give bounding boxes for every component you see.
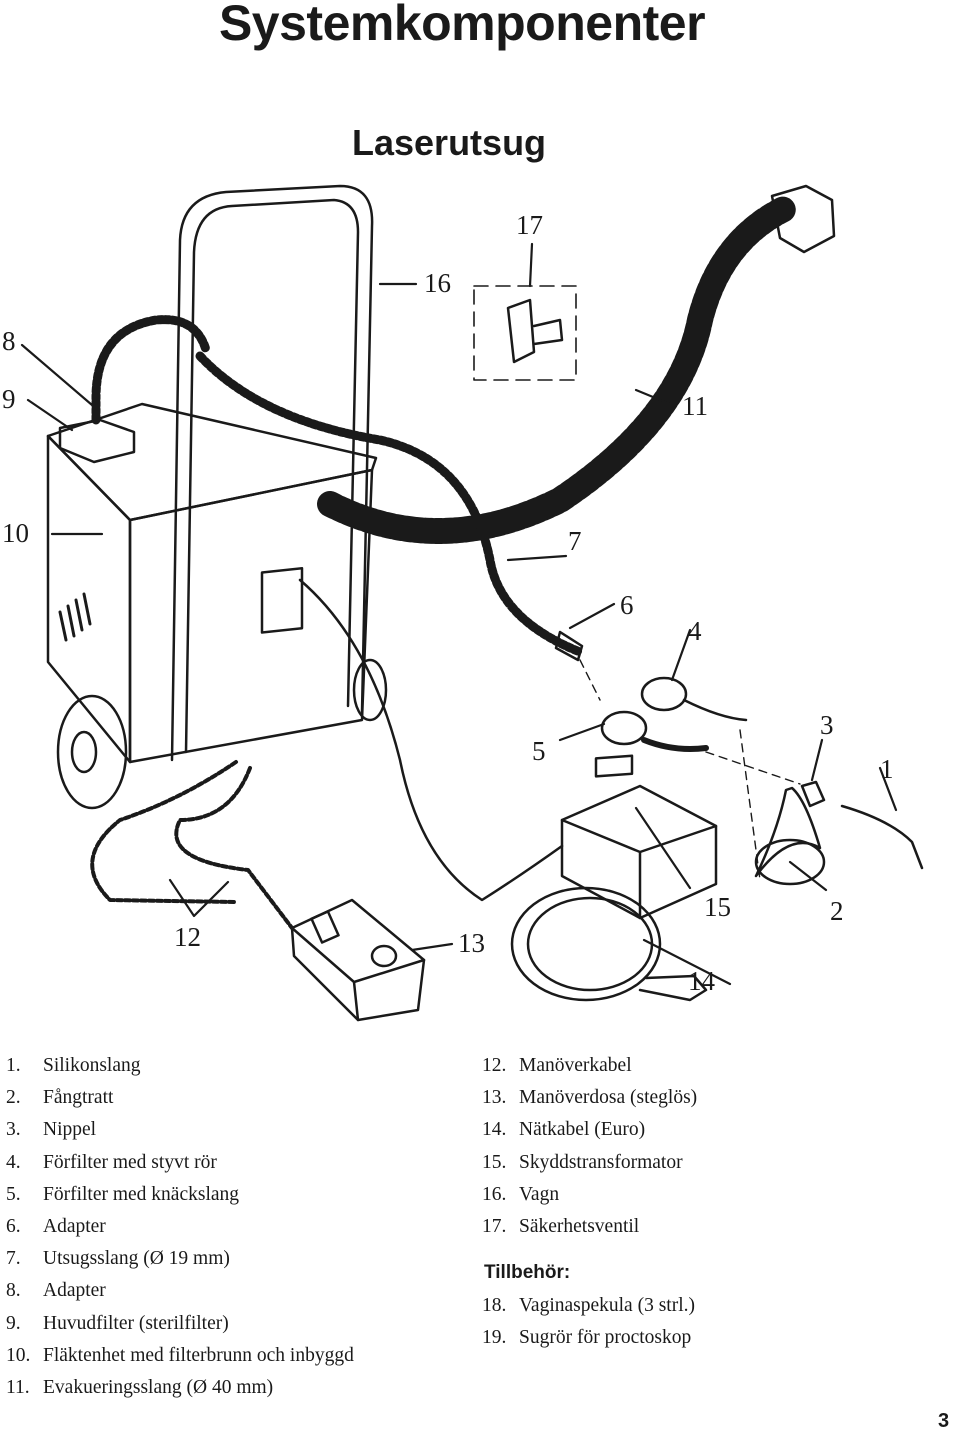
legend-item: 1.Silikonslang: [6, 1055, 141, 1076]
wheel-right: [352, 658, 388, 722]
control-box-top: [290, 926, 426, 1022]
wheel: [56, 694, 128, 810]
evac-hose: [317, 195, 799, 544]
wheel-hub: [70, 730, 98, 774]
callout-14: 14: [688, 966, 715, 996]
callout-7: 7: [568, 526, 582, 556]
control-box-13: [290, 898, 426, 1022]
legend-item: 14.Nätkabel (Euro): [482, 1119, 646, 1141]
safety-valve-box: [473, 285, 577, 381]
accessories-list: 18.Vaginaspekula (3 strl.) 19.Sugrör för…: [482, 1290, 695, 1354]
callout-11: 11: [682, 391, 708, 421]
safety-valve-17: [506, 298, 564, 364]
callout-16: 16: [424, 268, 451, 298]
suction-hose: [195, 351, 585, 657]
legend-left: 1.Silikonslang 2.Fångtratt 3.Nippel 4.Fö…: [6, 1050, 354, 1404]
hose-nozzle: [770, 184, 836, 254]
transformer-top: [560, 818, 718, 920]
control-switch: [310, 910, 340, 944]
legend-item: 10.Fläktenhet med filterbrunn och inbygg…: [6, 1344, 354, 1366]
main-filter: [58, 418, 136, 464]
funnel-2: [754, 786, 822, 878]
front-panel: [260, 567, 304, 634]
callout-15: 15: [704, 892, 731, 922]
callout-13: 13: [458, 928, 485, 958]
legend-item: 7.Utsugsslang (Ø 19 mm): [6, 1248, 230, 1270]
callout-5: 5: [532, 736, 546, 766]
filter-hose-8: [91, 315, 211, 425]
legend-item: 2.Fångtratt: [6, 1087, 114, 1109]
prefilter-5: [600, 710, 648, 746]
callout-17: 17: [516, 210, 543, 240]
guide-lines: [579, 659, 801, 881]
callout-3: 3: [820, 710, 834, 740]
section-title: Laserutsug: [352, 122, 547, 163]
prefilter-4-tube: [682, 698, 748, 722]
legend-right: 12.Manöverkabel 13.Manöverdosa (steglös)…: [482, 1050, 697, 1243]
cable-to-transformer: [298, 578, 564, 902]
legend-item: 11.Evakueringsslang (Ø 40 mm): [6, 1376, 274, 1398]
callout-8: 8: [2, 326, 16, 356]
control-cable-12: [90, 760, 294, 930]
legend-item: 6.Adapter: [6, 1215, 106, 1237]
legend-item: 8.Adapter: [6, 1280, 106, 1302]
callout-12: 12: [174, 922, 201, 952]
silicone-hose-1: [840, 804, 924, 870]
nippel-3: [800, 780, 826, 808]
legend-item: 17.Säkerhetsventil: [482, 1215, 640, 1237]
legend-item: 4.Förfilter med styvt rör: [6, 1151, 217, 1173]
fan-unit-top: [46, 402, 378, 522]
vent-slots: [58, 592, 92, 642]
prefilter-5-tube: [641, 737, 709, 752]
power-cable-coil-2: [526, 896, 654, 992]
control-knob: [370, 944, 398, 968]
prefilter-4: [640, 676, 688, 712]
callout-2: 2: [830, 896, 844, 926]
callout-9: 9: [2, 384, 16, 414]
legend-item: 5.Förfilter med knäckslang: [6, 1183, 240, 1205]
callout-4: 4: [688, 616, 702, 646]
legend-item: 12.Manöverkabel: [482, 1055, 632, 1076]
page-title: Systemkomponenter: [218, 0, 706, 51]
legend-item: 18.Vaginaspekula (3 strl.): [482, 1295, 695, 1316]
legend-item: 19.Sugrör för proctoskop: [482, 1327, 692, 1349]
cart-frame: [170, 184, 374, 762]
legend-item: 13.Manöverdosa (steglös): [482, 1087, 698, 1109]
callout-1: 1: [880, 754, 894, 784]
power-plug: [638, 974, 708, 1002]
page-number: 3: [938, 1410, 950, 1432]
power-cable-coil: [510, 886, 662, 1002]
system-diagram: [20, 184, 924, 1022]
funnel-mouth: [754, 838, 826, 886]
accessories-title: Tillbehör:: [484, 1262, 571, 1283]
legend-item: 3.Nippel: [6, 1119, 97, 1141]
leader-lines: [20, 242, 898, 986]
callout-6: 6: [620, 590, 634, 620]
transformer-15: [560, 784, 718, 920]
legend-item: 16.Vagn: [482, 1183, 560, 1205]
legend-item: 9.Huvudfilter (sterilfilter): [6, 1312, 229, 1334]
cart-frame-inner: [184, 198, 360, 754]
legend-item: 15.Skyddstransformator: [482, 1151, 683, 1173]
adapter-6: [554, 630, 584, 662]
transformer-label: [594, 754, 634, 778]
callout-10: 10: [2, 518, 29, 548]
